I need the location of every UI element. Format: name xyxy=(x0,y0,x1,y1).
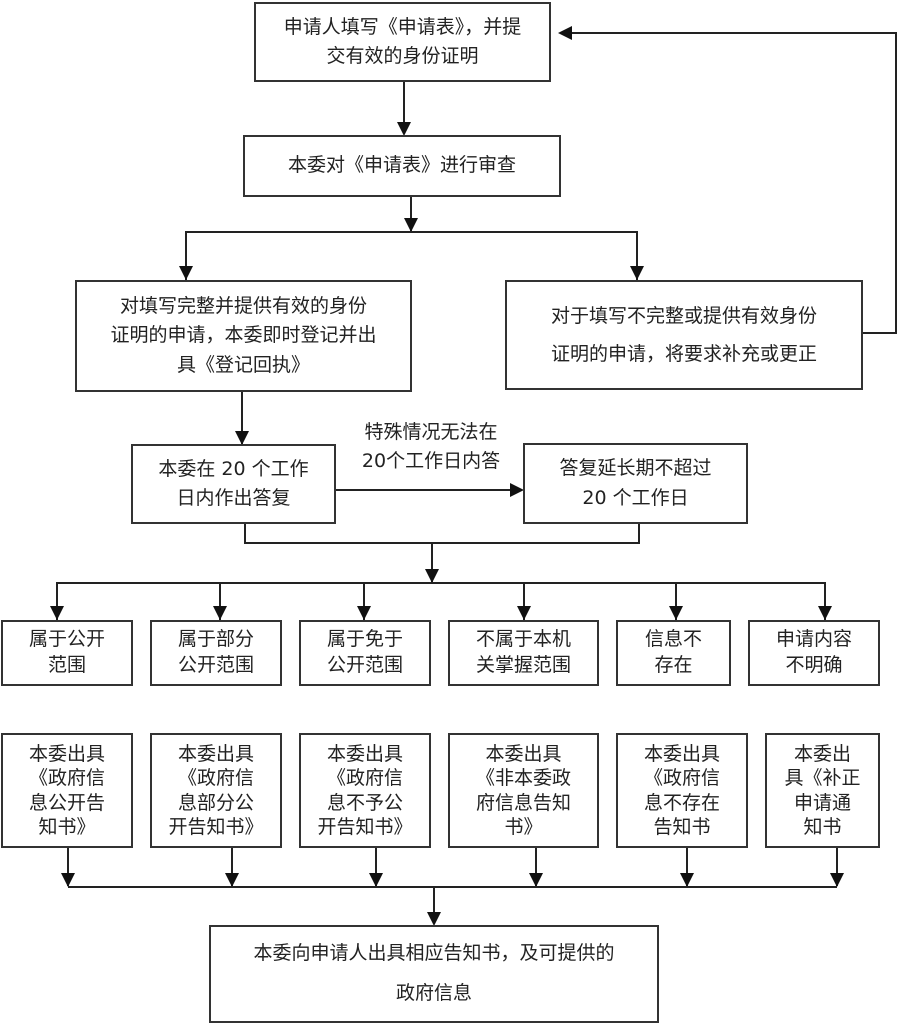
complete-application-box: 对填写完整并提供有效的身份证明的申请，本委即时登记并出具《登记回执》 xyxy=(75,280,412,392)
category-box-partial: 属于部分公开范围 xyxy=(150,620,282,686)
box-text: 日内作出答复 xyxy=(176,487,291,509)
arrowhead xyxy=(529,873,543,887)
arrowhead xyxy=(818,606,832,620)
box-text: 开告知书》 xyxy=(168,815,264,838)
category-box-not-exist: 信息不存在 xyxy=(616,620,731,686)
box-text: 本委出具 xyxy=(177,742,254,765)
box-text: 公开范围 xyxy=(177,654,254,676)
connector-fanout xyxy=(56,582,826,620)
box-text: 知书》 xyxy=(38,815,96,838)
box-text: 本委向申请人出具相应告知书，及可提供的 xyxy=(253,942,615,965)
box-text: 《政府信 xyxy=(177,767,254,790)
box-text: 息部分公 xyxy=(177,791,254,814)
box-text: 本委出 xyxy=(793,742,851,765)
arrowhead xyxy=(830,873,844,887)
arrowhead xyxy=(404,218,418,232)
arrowhead xyxy=(669,606,683,620)
box-text: 本委出具 xyxy=(326,742,403,765)
reply-within-20-days-box: 本委在 20 个工作日内作出答复 xyxy=(131,444,336,524)
box-text: 具《补正 xyxy=(784,767,861,790)
box-text: 政府信息 xyxy=(395,982,472,1004)
box-text: 属于部分 xyxy=(177,628,254,651)
arrowhead xyxy=(213,606,227,620)
notice-box-partial: 本委出具《政府信息部分公开告知书》 xyxy=(150,733,282,848)
box-text: 申请人填写《申请表》，并提 xyxy=(283,15,522,38)
connector-merge xyxy=(244,523,640,544)
arrowhead xyxy=(225,873,239,887)
extension-condition-label: 特殊情况无法在 20个工作日内答 xyxy=(345,418,517,477)
box-text: 公开范围 xyxy=(326,654,403,676)
box-text: 本委出具 xyxy=(28,742,105,765)
box-text: 书》 xyxy=(504,815,543,838)
box-text: 不明确 xyxy=(785,654,843,676)
notice-box-exempt: 本委出具《政府信息不予公开告知书》 xyxy=(299,733,431,848)
label-text: 特殊情况无法在 xyxy=(364,421,498,443)
arrowhead xyxy=(179,266,193,280)
notice-box-not-exist: 本委出具《政府信息不存在告知书 xyxy=(616,733,748,848)
arrowhead xyxy=(558,26,572,40)
box-text: 申请内容 xyxy=(775,628,852,651)
box-text: 《非本委政 xyxy=(475,767,571,790)
arrowhead xyxy=(517,606,531,620)
box-text: 属于公开 xyxy=(28,628,105,651)
connector-loop-back xyxy=(570,32,897,334)
box-text: 告知书 xyxy=(653,815,711,838)
notice-box-correction: 本委出具《补正申请通知书 xyxy=(765,733,880,848)
label-text: 20个工作日内答 xyxy=(361,450,501,473)
box-text: 证明的申请，将要求补充或更正 xyxy=(550,343,817,365)
arrowhead xyxy=(50,606,64,620)
notice-box-not-held: 本委出具《非本委政府信息告知书》 xyxy=(448,733,599,848)
arrowhead xyxy=(357,606,371,620)
box-text: 对于填写不完整或提供有效身份 xyxy=(550,305,817,327)
category-box-not-held: 不属于本机关掌握范围 xyxy=(448,620,599,686)
box-text: 属于免于 xyxy=(326,628,403,651)
box-text: 息公开告 xyxy=(28,791,105,814)
category-box-public: 属于公开范围 xyxy=(1,620,133,686)
arrowhead xyxy=(235,431,249,445)
arrowhead xyxy=(425,569,439,583)
box-text: 信息不 xyxy=(644,628,702,651)
box-text: 府信息告知 xyxy=(475,791,571,814)
box-text: 存在 xyxy=(654,654,693,676)
box-text: 开告知书》 xyxy=(317,815,413,838)
box-text: 交有效的身份证明 xyxy=(326,45,479,67)
box-text: 不属于本机 xyxy=(475,628,571,651)
box-text: 知书 xyxy=(803,815,842,838)
notice-box-public: 本委出具《政府信息公开告知书》 xyxy=(1,733,133,848)
box-text: 本委出具 xyxy=(485,742,562,765)
box-text: 本委出具 xyxy=(643,742,720,765)
final-step-box: 本委向申请人出具相应告知书，及可提供的政府信息 xyxy=(209,925,659,1023)
arrowhead xyxy=(427,912,441,926)
review-step-box: 本委对《申请表》进行审查 xyxy=(243,135,561,197)
box-text: 具《登记回执》 xyxy=(176,353,310,376)
box-text: 答复延长期不超过 xyxy=(559,457,712,480)
box-text: 《政府信 xyxy=(643,767,720,790)
box-text: 本委对《申请表》进行审查 xyxy=(287,154,516,177)
box-text: 息不予公 xyxy=(326,791,403,814)
arrowhead xyxy=(630,266,644,280)
box-text: 20 个工作日 xyxy=(582,486,689,509)
arrowhead xyxy=(61,873,75,887)
box-text: 证明的申请，本委即时登记并出 xyxy=(110,324,377,347)
arrowhead xyxy=(397,122,411,136)
extension-box: 答复延长期不超过 20 个工作日 xyxy=(523,443,748,524)
incomplete-application-box: 对于填写不完整或提供有效身份证明的申请，将要求补充或更正 xyxy=(505,280,863,390)
arrowhead xyxy=(369,873,383,887)
arrowhead xyxy=(510,483,524,497)
box-text: 《政府信 xyxy=(28,767,105,790)
box-text: 息不存在 xyxy=(643,791,720,814)
arrowhead xyxy=(680,873,694,887)
connector-review-split xyxy=(185,231,638,280)
box-text: 范围 xyxy=(47,654,86,676)
box-text: 关掌握范围 xyxy=(475,654,571,676)
box-text: 本委在 20 个工作 xyxy=(158,457,309,480)
start-step-box: 申请人填写《申请表》，并提交有效的身份证明 xyxy=(254,2,551,82)
box-text: 对填写完整并提供有效的身份 xyxy=(119,294,367,317)
category-box-exempt: 属于免于公开范围 xyxy=(299,620,431,686)
category-box-unclear: 申请内容不明确 xyxy=(748,620,880,686)
box-text: 申请通 xyxy=(793,791,851,814)
box-text: 《政府信 xyxy=(326,767,403,790)
